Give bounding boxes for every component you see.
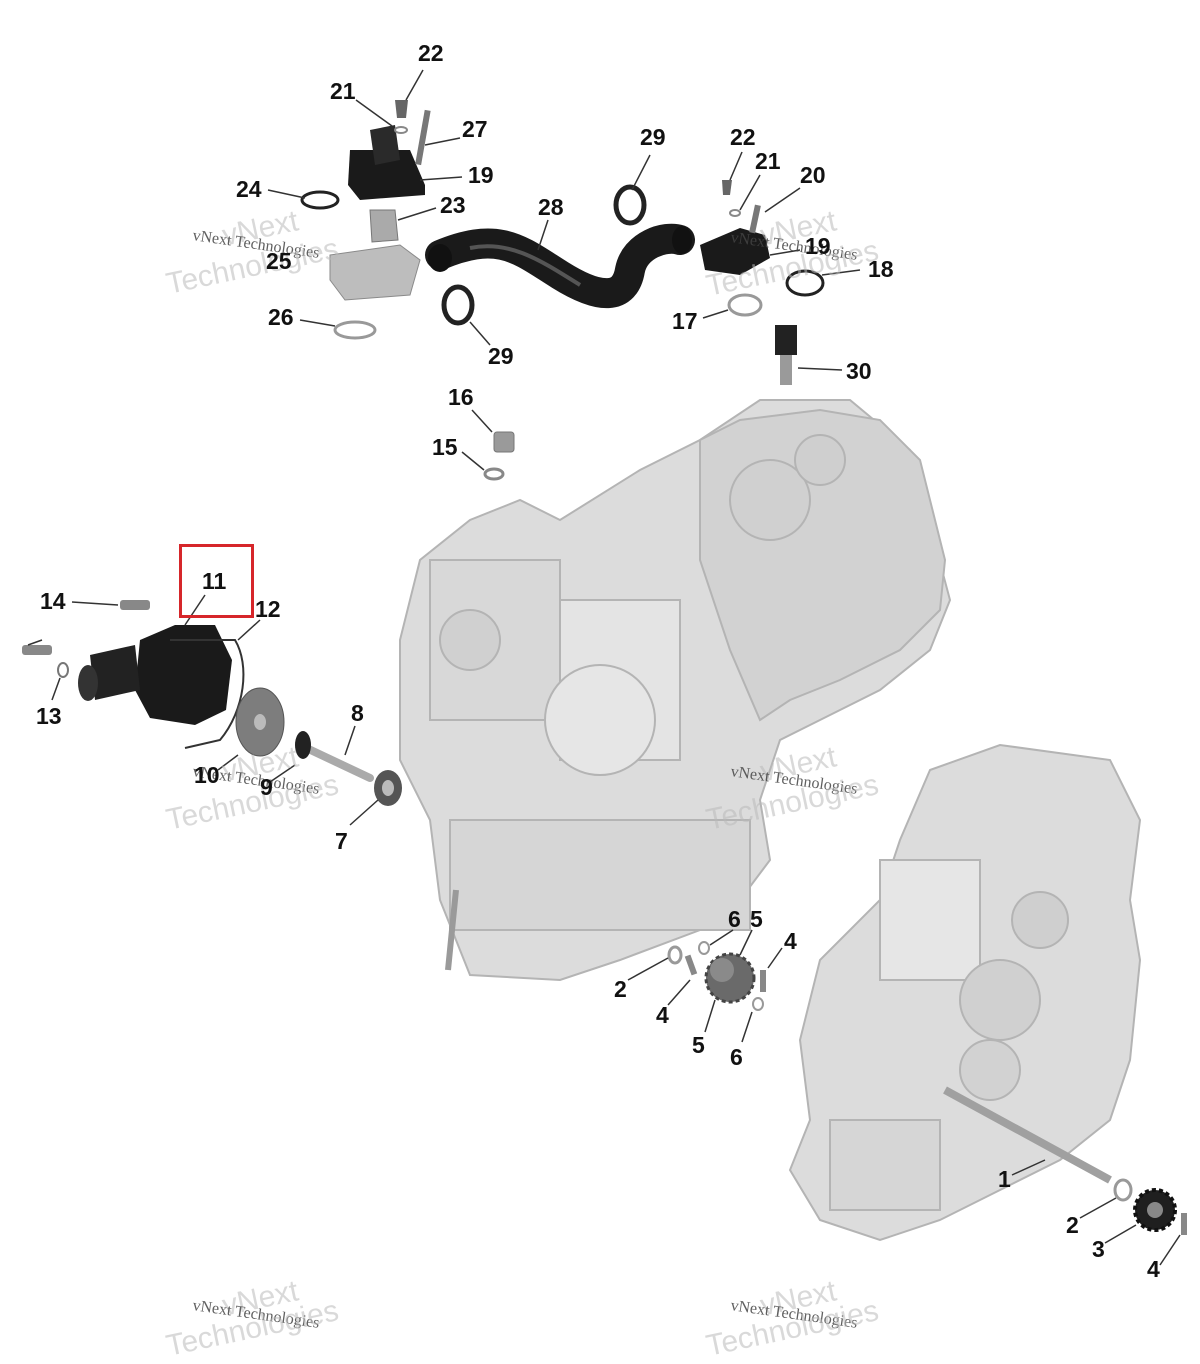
callout-9[interactable]: 9 [260, 774, 273, 800]
callout-10[interactable]: 10 [194, 762, 220, 788]
callout-23[interactable]: 23 [440, 192, 466, 218]
callout-12[interactable]: 12 [255, 596, 281, 622]
output-gear [1113, 1178, 1187, 1235]
callout-17[interactable]: 17 [672, 308, 698, 334]
callout-22[interactable]: 22 [418, 40, 444, 66]
callout-19[interactable]: 19 [468, 162, 494, 188]
callout-1[interactable]: 1 [998, 1166, 1011, 1192]
drain-plug [483, 431, 515, 481]
callout-7[interactable]: 7 [335, 828, 348, 854]
callout-25[interactable]: 25 [266, 248, 292, 274]
callout-2[interactable]: 2 [614, 976, 627, 1002]
outlet-fitting [700, 180, 825, 385]
callout-5[interactable]: 5 [692, 1032, 705, 1058]
callout-11[interactable]: 11 [202, 568, 227, 594]
callout-2[interactable]: 2 [1066, 1212, 1079, 1238]
callout-26[interactable]: 26 [268, 304, 294, 330]
callout-27[interactable]: 27 [462, 116, 488, 142]
callout-22[interactable]: 22 [730, 124, 756, 150]
callout-30[interactable]: 30 [846, 358, 872, 384]
thermostat-housing [300, 100, 431, 340]
callout-28[interactable]: 28 [538, 194, 564, 220]
callout-19[interactable]: 19 [805, 233, 831, 259]
callout-15[interactable]: 15 [432, 434, 458, 460]
callout-4[interactable]: 4 [1147, 1256, 1160, 1282]
coolant-hose [425, 184, 695, 326]
callout-21[interactable]: 21 [330, 78, 356, 104]
callout-16[interactable]: 16 [448, 384, 474, 410]
callout-29[interactable]: 29 [488, 343, 514, 369]
crankcase [788, 743, 1142, 1242]
callout-21[interactable]: 21 [755, 148, 781, 174]
callout-14[interactable]: 14 [40, 588, 66, 614]
callout-29[interactable]: 29 [640, 124, 666, 150]
callout-5[interactable]: 5 [750, 906, 763, 932]
callout-20[interactable]: 20 [800, 162, 826, 188]
callout-13[interactable]: 13 [36, 703, 62, 729]
water-pump [22, 600, 402, 806]
engine-block [399, 399, 952, 982]
callout-8[interactable]: 8 [351, 700, 364, 726]
callout-6[interactable]: 6 [730, 1044, 743, 1070]
callout-6[interactable]: 6 [728, 906, 741, 932]
gear-cluster [667, 941, 766, 1011]
highlight-box-part-11 [179, 544, 254, 618]
callout-3[interactable]: 3 [1092, 1236, 1105, 1262]
leader-lines [27, 69, 1181, 1266]
callout-24[interactable]: 24 [236, 176, 262, 202]
callout-4[interactable]: 4 [656, 1002, 669, 1028]
callout-18[interactable]: 18 [868, 256, 894, 282]
callout-4[interactable]: 4 [784, 928, 797, 954]
